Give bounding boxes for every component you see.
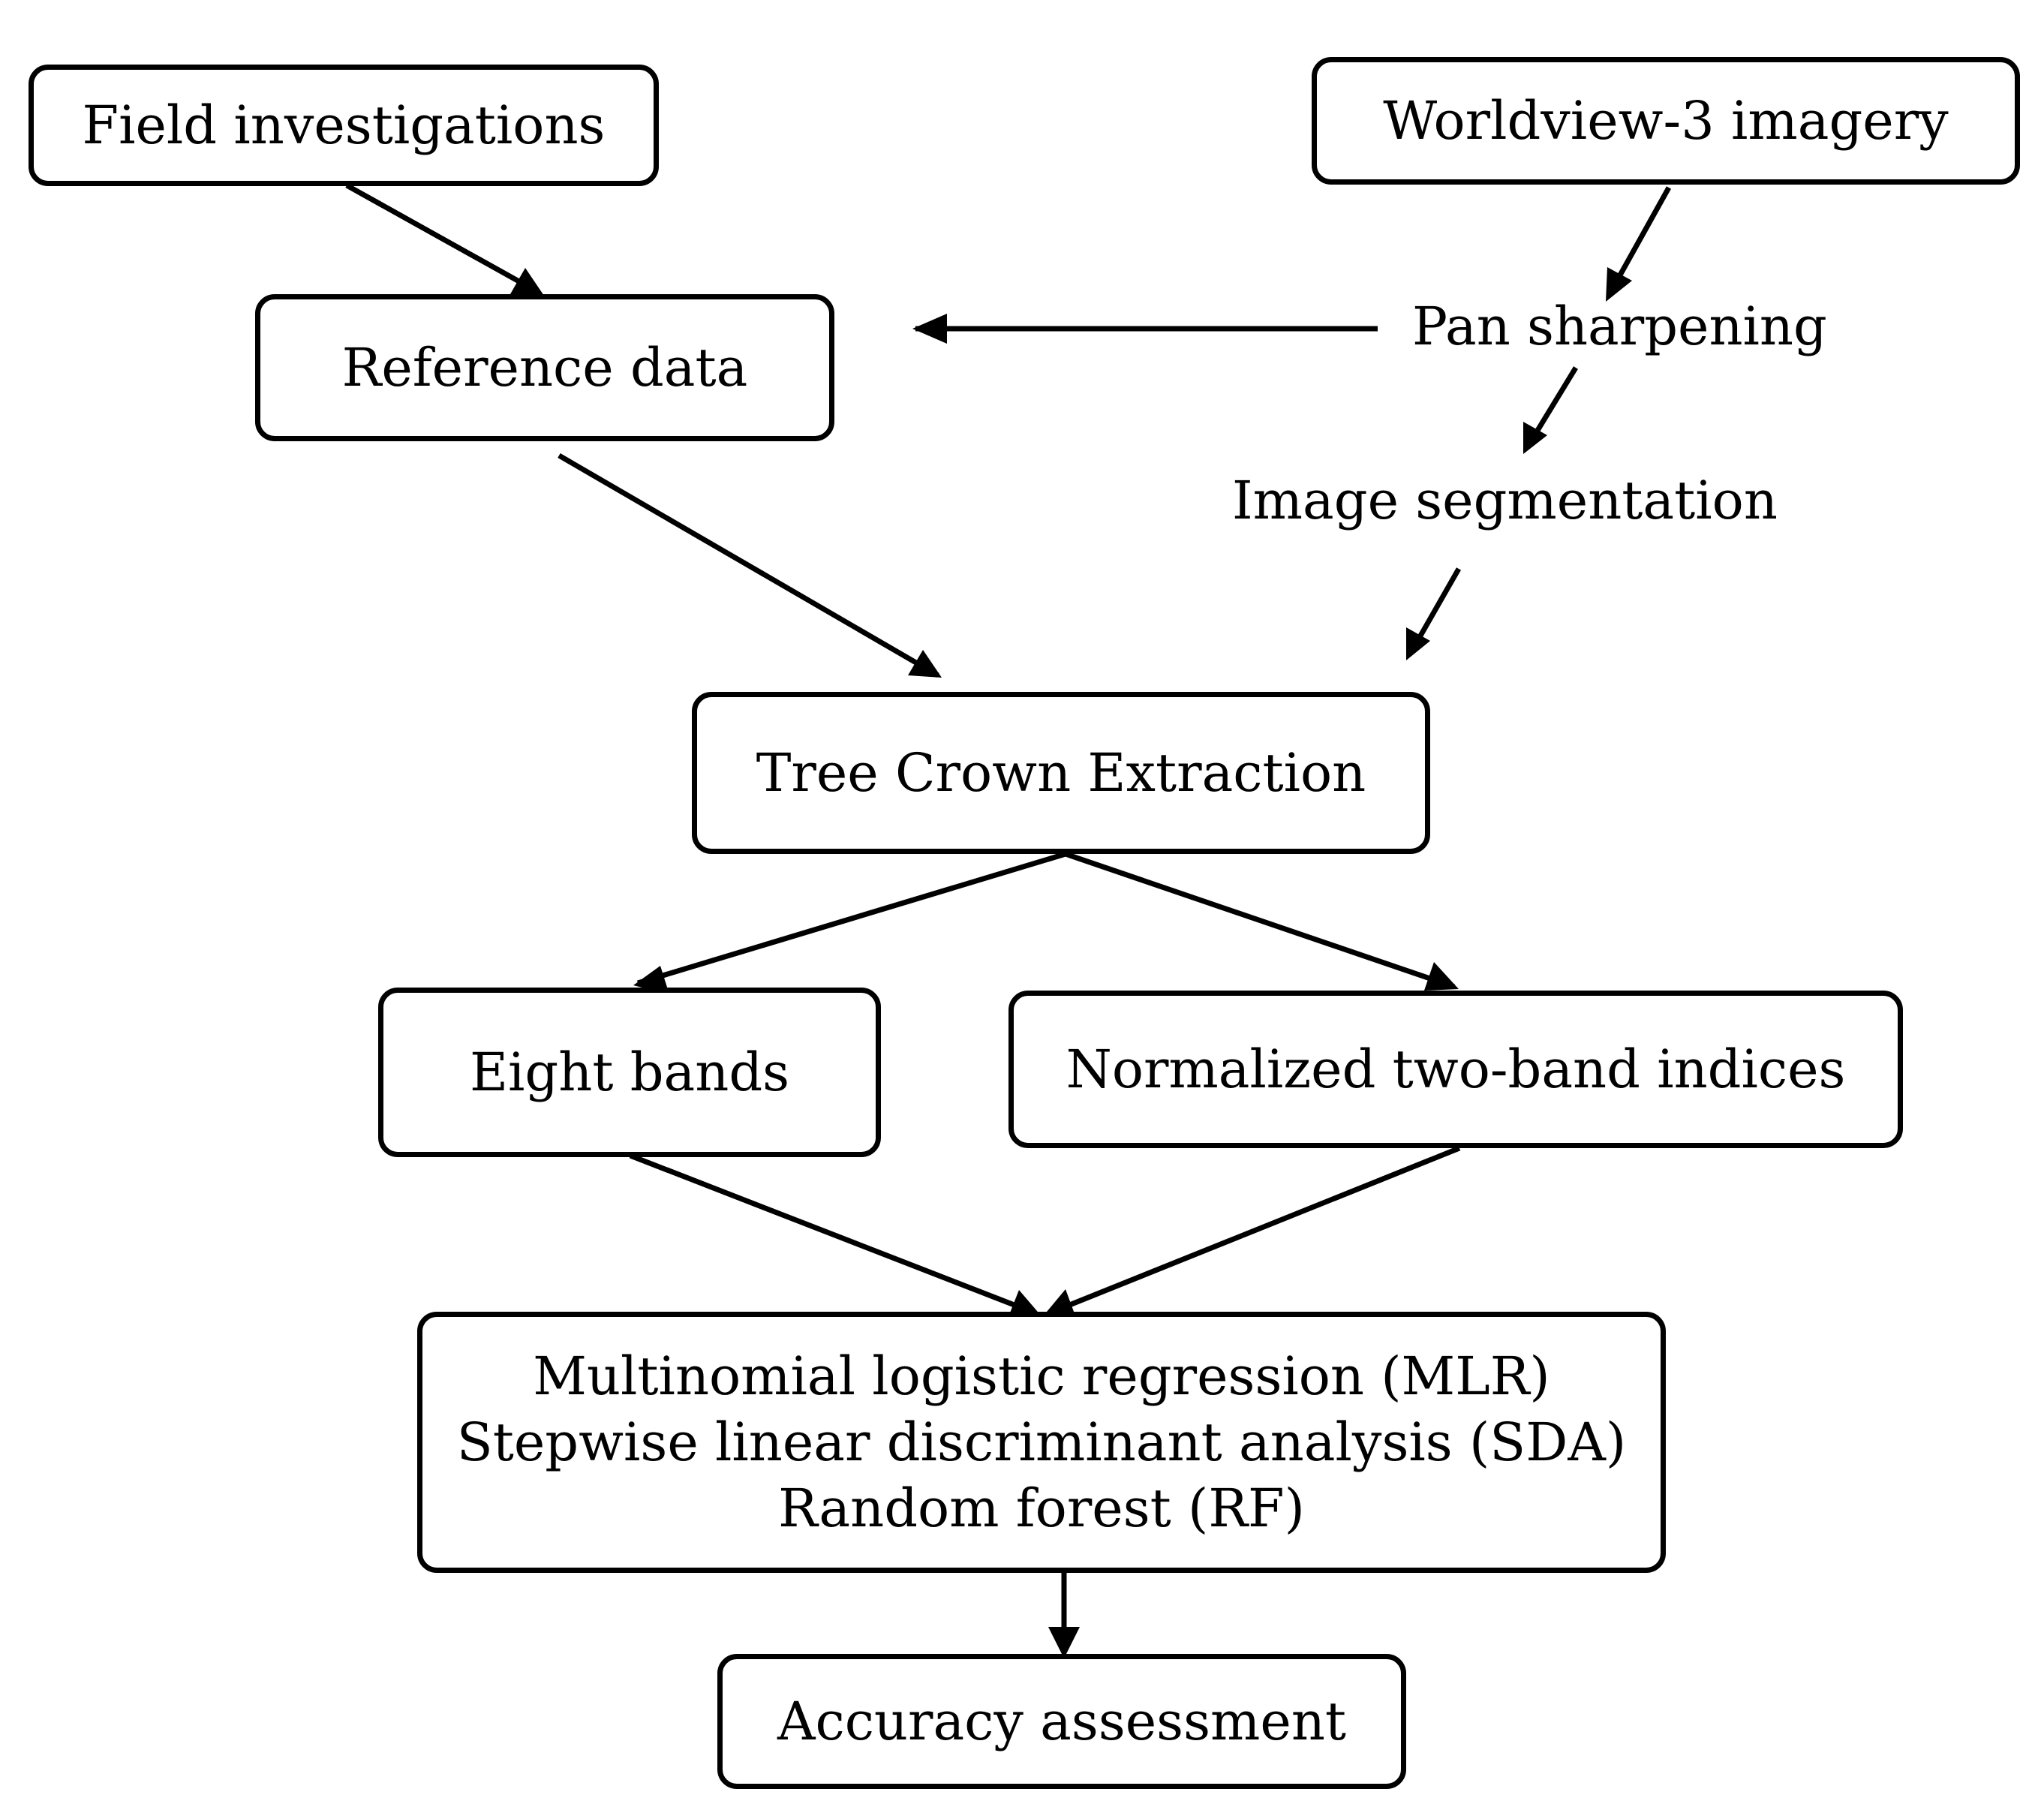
tree-crown-extraction-label: Tree Crown Extraction xyxy=(756,742,1366,804)
normalized-indices-label: Normalized two-band indices xyxy=(1066,1039,1846,1100)
arrowhead-indices xyxy=(1424,962,1459,991)
arrowhead-methods-left xyxy=(1008,1290,1042,1318)
edge-eight-bands-to-methods xyxy=(629,1153,1037,1316)
normalized-indices-box: Normalized two-band indices xyxy=(1008,991,1903,1148)
worldview-imagery-label: Worldview-3 imagery xyxy=(1383,90,1949,152)
accuracy-assessment-box: Accuracy assessment xyxy=(717,1654,1406,1789)
edge-crown-to-eight-bands xyxy=(636,851,1067,986)
field-investigations-label: Field investigations xyxy=(82,95,606,156)
reference-data-box: Reference data xyxy=(255,294,834,441)
worldview-imagery-box: Worldview-3 imagery xyxy=(1312,57,2020,185)
arrowhead-methods-right xyxy=(1043,1289,1076,1318)
eight-bands-box: Eight bands xyxy=(378,988,881,1157)
edge-field-to-reference xyxy=(345,182,538,294)
arrowhead-pan xyxy=(1606,267,1632,302)
edge-crown-to-indices xyxy=(1064,851,1456,990)
arrowhead-reference xyxy=(510,268,544,296)
accuracy-assessment-label: Accuracy assessment xyxy=(777,1691,1347,1752)
arrowhead-eight-bands xyxy=(633,966,669,994)
eight-bands-label: Eight bands xyxy=(469,1042,790,1103)
arrowhead-crown-right xyxy=(1406,627,1430,660)
method-rf-label: Random forest (RF) xyxy=(778,1478,1305,1539)
reference-data-label: Reference data xyxy=(341,337,748,398)
arrowhead-accuracy xyxy=(1048,1627,1080,1658)
edge-reference-to-crown xyxy=(558,452,939,678)
edge-indices-to-methods xyxy=(1048,1145,1461,1316)
method-sda-label: Stepwise linear discriminant analysis (S… xyxy=(456,1412,1627,1473)
image-segmentation-label: Image segmentation xyxy=(1232,470,1778,531)
field-investigations-box: Field investigations xyxy=(29,65,659,186)
pan-sharpening-label: Pan sharpening xyxy=(1412,296,1827,357)
arrowhead-segmentation xyxy=(1523,422,1547,454)
arrowhead-reference-left xyxy=(912,314,947,344)
arrowhead-crown-left xyxy=(908,650,942,678)
classification-methods-box: Multinomial logistic regression (MLR) St… xyxy=(417,1312,1666,1573)
method-mlr-label: Multinomial logistic regression (MLR) xyxy=(533,1345,1550,1407)
tree-crown-extraction-box: Tree Crown Extraction xyxy=(692,692,1430,854)
